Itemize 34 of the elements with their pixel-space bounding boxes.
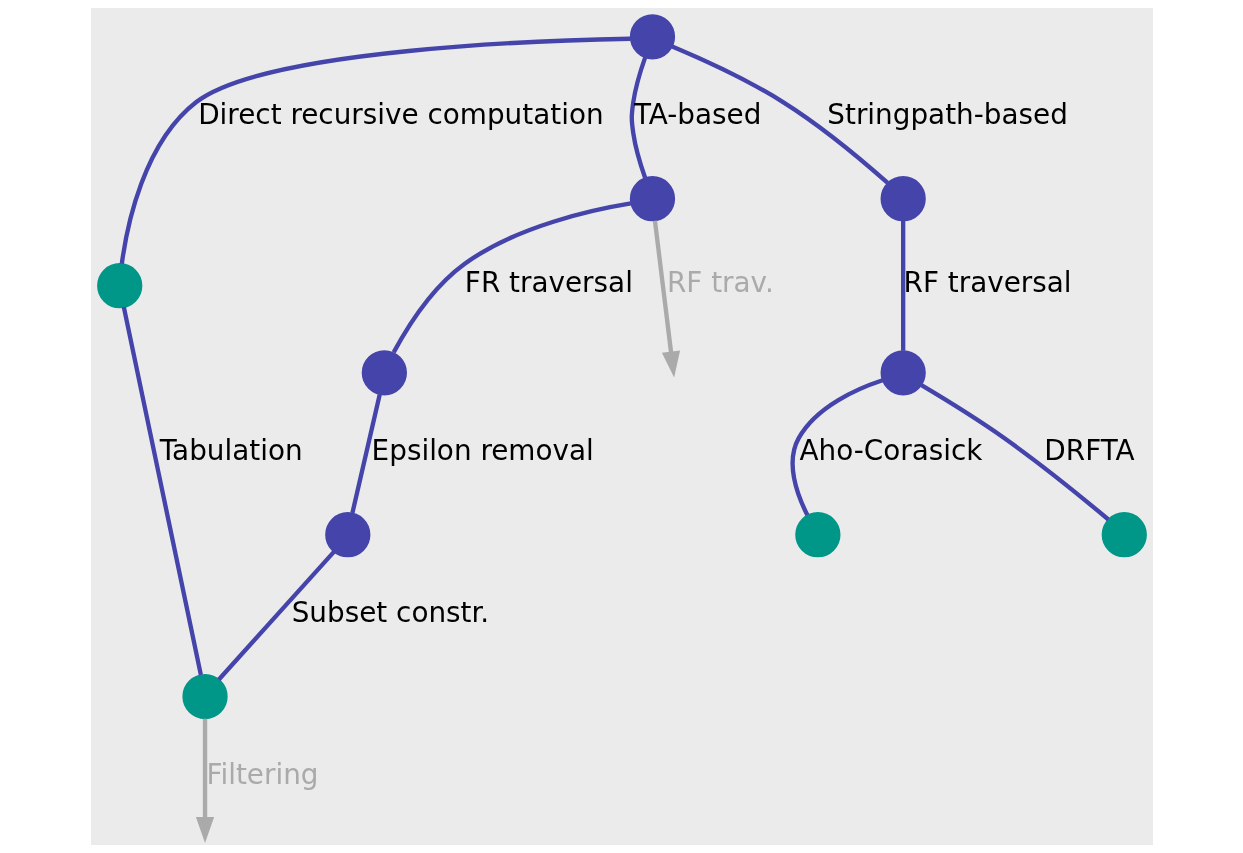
- arrow: [195, 718, 214, 844]
- edge-label: Stringpath-based: [826, 98, 1068, 132]
- node-circle: [880, 176, 926, 222]
- edge-label: Tabulation: [159, 434, 303, 468]
- connector: [119, 36, 630, 264]
- arrow: [652, 220, 680, 378]
- node-circle: [181, 673, 228, 720]
- node-circle: [96, 263, 142, 309]
- connector: [391, 201, 631, 354]
- connector: [919, 383, 1110, 522]
- edge-label: RF trav.: [666, 266, 774, 300]
- node-circle: [1101, 512, 1147, 558]
- edge-label: RF traversal: [903, 266, 1072, 300]
- connector: [900, 220, 905, 351]
- connector: [216, 550, 336, 681]
- edge-label: Epsilon removal: [371, 434, 594, 468]
- node-circle: [629, 176, 675, 222]
- node-circle: [629, 14, 675, 60]
- edge-label: Direct recursive computation: [197, 98, 604, 132]
- edge-label: FR traversal: [464, 266, 633, 300]
- node-circle: [794, 512, 840, 558]
- connector: [670, 44, 889, 185]
- edge-label: DRFTA: [1043, 434, 1135, 468]
- connector: [349, 394, 382, 514]
- connector: [121, 306, 203, 676]
- node-circle: [361, 350, 407, 396]
- edge-label: Subset constr.: [291, 596, 489, 630]
- edge-label: Filtering: [205, 758, 318, 792]
- edge-label: TA-based: [633, 98, 761, 132]
- connector: [789, 378, 883, 516]
- connector: [629, 56, 647, 179]
- node-circle: [324, 512, 370, 558]
- node-circle: [880, 350, 926, 396]
- edge-label: Aho-Corasick: [799, 434, 982, 468]
